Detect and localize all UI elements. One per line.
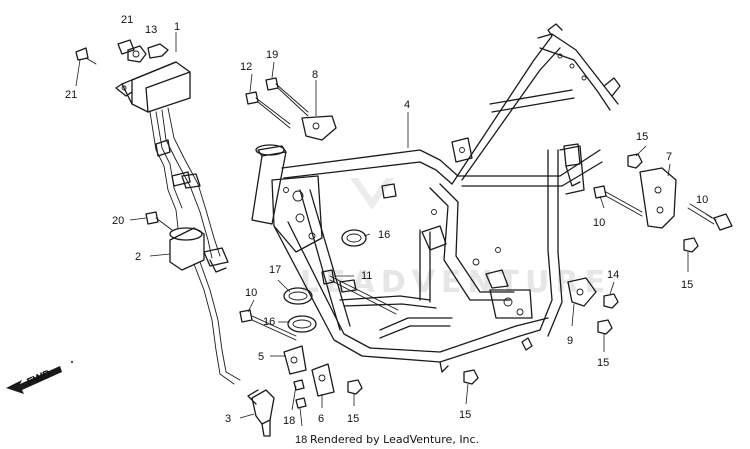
leader-lines — [75, 32, 713, 427]
spark-plug-cap — [247, 389, 275, 437]
credit-text: Rendered by LeadVenture, Inc. — [310, 433, 479, 446]
callout-18: 18 — [283, 415, 295, 427]
callout-15: 15 — [681, 279, 693, 291]
callout-19: 19 — [266, 49, 278, 61]
callout-16: 16 — [378, 229, 390, 241]
callout-15: 15 — [636, 131, 648, 143]
fwd-label: FWD — [25, 368, 53, 389]
callout-10: 10 — [245, 287, 257, 299]
callout-2: 2 — [135, 251, 141, 263]
cdi-unit — [115, 43, 229, 273]
callout-5: 5 — [258, 351, 264, 363]
callout-10: 10 — [696, 194, 708, 206]
forward-arrow: FWD — [6, 361, 73, 394]
ignition-coil — [169, 227, 241, 385]
watermark-text: LEADVENTURE — [300, 265, 611, 300]
callout-12: 12 — [240, 61, 252, 73]
callout-4: 4 — [404, 99, 410, 111]
callout-8: 8 — [312, 69, 318, 81]
callout-15: 15 — [347, 413, 359, 425]
callout-3: 3 — [225, 413, 231, 425]
callout-15: 15 — [459, 409, 471, 421]
frame-assembly — [251, 23, 621, 373]
callout-6: 6 — [318, 413, 324, 425]
callout-17: 17 — [269, 264, 281, 276]
callout-18: 18 — [295, 434, 307, 446]
callout-10: 10 — [593, 217, 605, 229]
callout-14: 14 — [607, 269, 619, 281]
callout-11: 11 — [361, 270, 372, 282]
callout-20: 20 — [112, 215, 124, 227]
callout-16: 16 — [263, 316, 275, 328]
callouts: 21 13 1 21 19 12 8 4 15 7 10 10 15 20 2 … — [65, 14, 708, 446]
callout-21: 21 — [65, 89, 77, 101]
callout-15: 15 — [597, 357, 609, 369]
callout-13: 13 — [145, 24, 157, 36]
watermark: LEADVENTURE — [300, 178, 611, 300]
callout-9: 9 — [567, 335, 573, 347]
callout-21: 21 — [121, 14, 133, 26]
hardware — [75, 39, 733, 409]
callout-1: 1 — [174, 21, 180, 33]
callout-7: 7 — [666, 151, 672, 163]
